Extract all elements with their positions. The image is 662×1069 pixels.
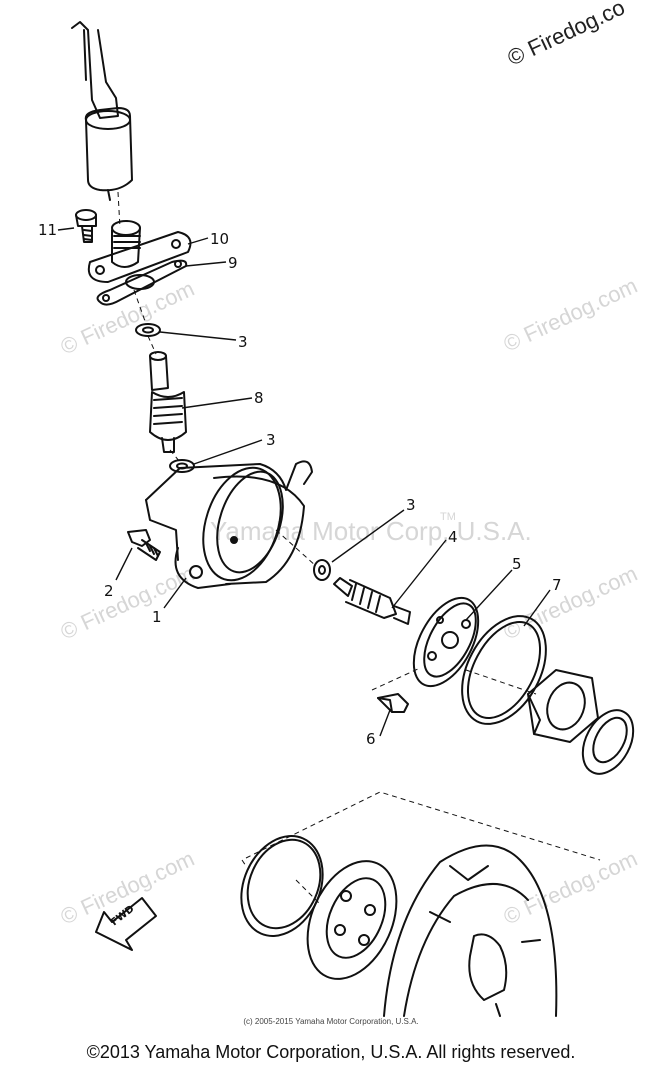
footer-copyright: ©2013 Yamaha Motor Corporation, U.S.A. A… <box>86 1042 576 1062</box>
watermark-center: Yamaha Motor Corp, U.S.A. <box>210 516 532 546</box>
leader-2 <box>115 547 133 581</box>
circlip <box>240 835 324 937</box>
axle-washer <box>581 709 635 775</box>
callout-4: 4 <box>448 528 458 546</box>
leader-9 <box>185 261 227 267</box>
leader-3a <box>159 331 237 341</box>
watermark: © Firedog.com <box>500 561 642 645</box>
watermark: © Firedog.com <box>500 273 642 357</box>
callouts: 1 2 3 3 3 4 5 6 7 8 9 10 11 <box>38 221 562 748</box>
leader-3b <box>193 439 263 465</box>
watermark-top-right: © Firedog.co <box>504 0 629 71</box>
callout-5: 5 <box>512 555 522 573</box>
gasket-9 <box>96 259 188 306</box>
callout-6: 6 <box>366 730 376 748</box>
callout-9: 9 <box>228 254 238 272</box>
watermark: © Firedog.com <box>57 561 199 645</box>
bolt-2 <box>127 529 161 561</box>
leader-1 <box>163 577 187 609</box>
washer-3-upper <box>135 323 161 337</box>
leader-8 <box>181 397 253 409</box>
callout-7: 7 <box>552 576 562 594</box>
leader-11 <box>57 227 75 231</box>
callout-3: 3 <box>266 431 276 449</box>
watermark: © Firedog.com <box>500 846 642 930</box>
callout-3: 3 <box>238 333 248 351</box>
callout-11: 11 <box>38 221 57 239</box>
washer-3-middle <box>169 459 195 473</box>
speedometer-cable <box>71 21 133 201</box>
watermark: © Firedog.com <box>57 276 199 360</box>
leader-3c <box>331 509 405 563</box>
screw-6 <box>377 693 409 713</box>
fwd-arrow <box>95 897 157 951</box>
retainer-5 <box>412 596 480 688</box>
housing-10 <box>87 220 192 283</box>
callout-8: 8 <box>254 389 264 407</box>
driven-gear-8 <box>149 351 187 453</box>
wheel-hub <box>383 844 558 1017</box>
bolt-11 <box>75 209 97 243</box>
drive-gear-4 <box>333 577 411 625</box>
callout-2: 2 <box>104 582 114 600</box>
callout-1: 1 <box>152 608 162 626</box>
diagram-copyright: (c) 2005-2015 Yamaha Motor Corporation, … <box>243 1017 419 1026</box>
leader-6 <box>379 709 391 737</box>
leader-5 <box>465 569 513 621</box>
washer-3-right <box>313 559 331 581</box>
leader-10 <box>187 237 209 245</box>
callout-10: 10 <box>210 230 229 248</box>
bearing <box>306 860 398 980</box>
leader-7 <box>523 589 551 627</box>
leader-4 <box>391 539 447 609</box>
watermarks: © Firedog.co © Firedog.com © Firedog.com… <box>57 0 642 930</box>
gear-housing-1 <box>145 460 313 589</box>
callout-3: 3 <box>406 496 416 514</box>
watermark-tm: TM <box>440 511 456 523</box>
